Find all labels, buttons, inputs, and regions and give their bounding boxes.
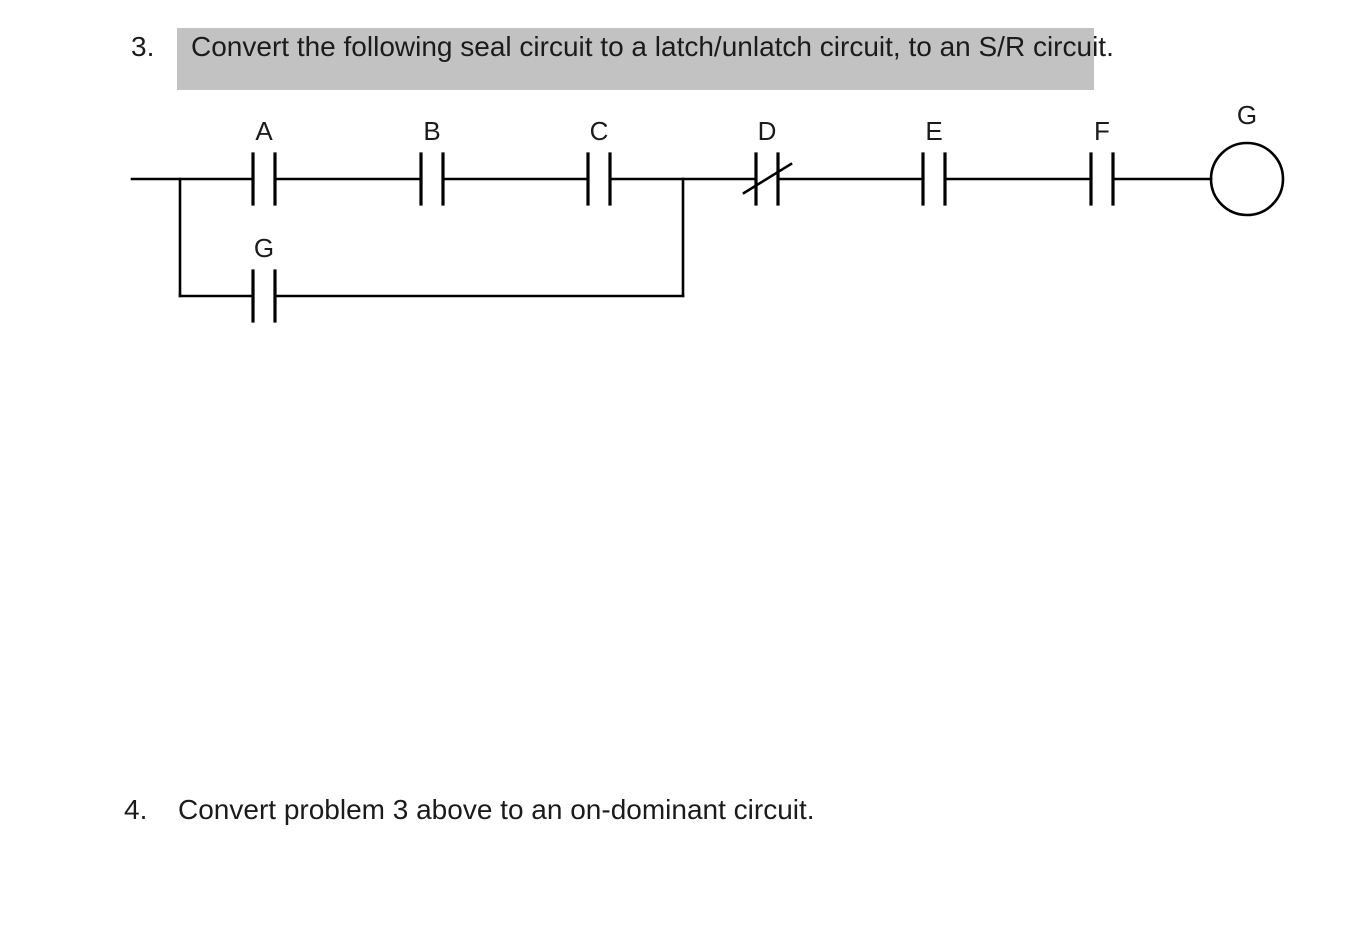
contact-label: F	[1094, 116, 1110, 146]
contact-label: C	[590, 116, 609, 146]
contact-e-no: E	[921, 116, 947, 206]
contact-label: A	[255, 116, 273, 146]
problem-3-text: Convert the following seal circuit to a …	[191, 31, 1114, 62]
nc-slash-icon	[742, 162, 793, 195]
contact-label: E	[925, 116, 942, 146]
contact-c-no: C	[586, 116, 612, 206]
contact-g-no: G	[251, 233, 277, 323]
contact-label: B	[423, 116, 440, 146]
problem-4-number: 4.	[124, 794, 148, 825]
main-rung: A B C D E F G	[130, 100, 1285, 217]
contact-label: G	[254, 233, 274, 263]
contact-b-no: B	[419, 116, 445, 206]
contact-f-no: F	[1089, 116, 1115, 206]
problem-3-highlight: Convert the following seal circuit to a …	[177, 28, 1114, 90]
problem-4-text: Convert problem 3 above to an on-dominan…	[178, 794, 815, 825]
contact-d-nc: D	[742, 116, 793, 206]
contact-label: D	[758, 116, 777, 146]
contact-a-no: A	[251, 116, 277, 206]
seal-branch: G	[178, 177, 685, 323]
coil-label: G	[1237, 100, 1257, 130]
coil-circle	[1209, 141, 1285, 217]
output-coil-g: G	[1209, 100, 1285, 217]
problem-3-number: 3.	[131, 31, 155, 62]
